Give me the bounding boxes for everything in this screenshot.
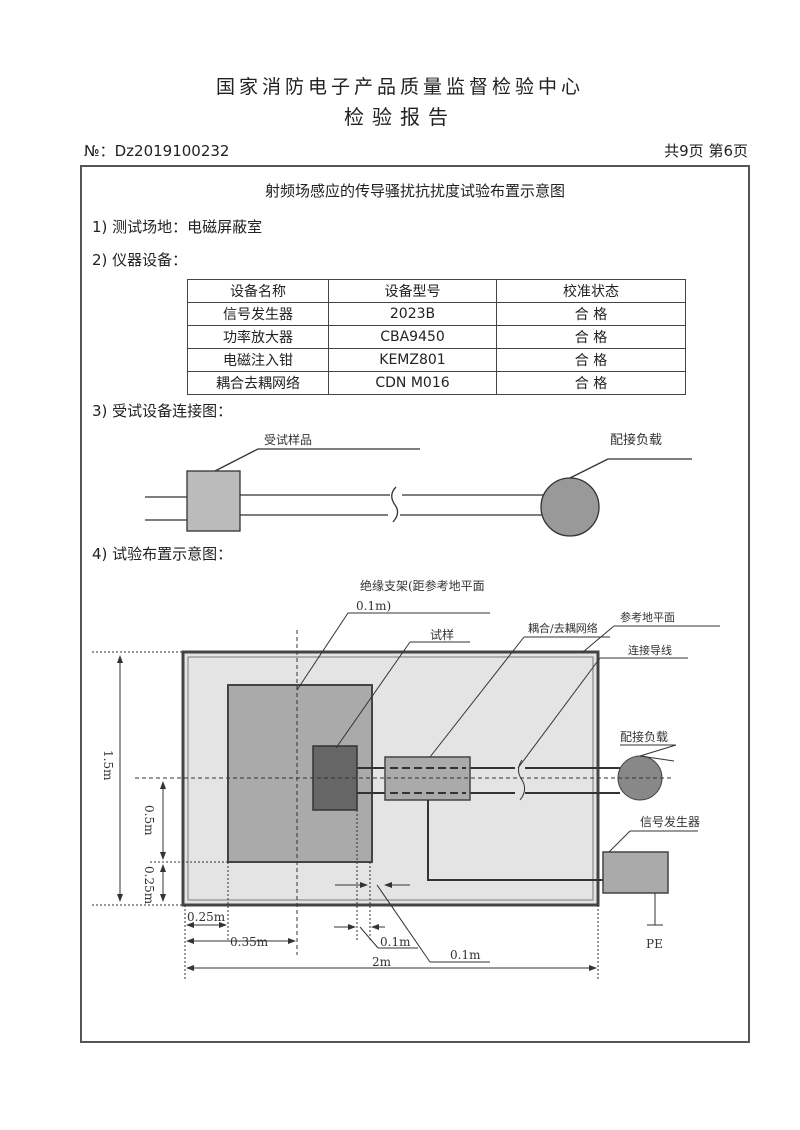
table-cell: 功率放大器 [187,325,329,349]
sample-label: 试样 [430,627,454,642]
dim-quarter: 0.25m [142,866,156,905]
layout-diagram [92,612,720,980]
layout-heading: 4) 试验布置示意图： [92,545,233,563]
table-cell: CBA9450 [328,325,497,349]
table-cell: KEMZ801 [328,348,497,372]
cdn-label: 耦合/去耦网络 [528,621,598,635]
equipment-heading: 2) 仪器设备： [92,251,188,269]
ground-plane-label: 参考地平面 [620,610,675,624]
column-header: 设备型号 [328,279,497,303]
dim-center-offset: 0.35m [230,935,269,949]
load-circle [540,477,600,537]
support-label-2: 0.1m) [356,599,391,613]
content-frame [80,165,750,1043]
organization-name: 国家消防电子产品质量监督检验中心 [215,76,584,98]
connection-diagram [145,448,692,537]
support-label: 绝缘支架(距参考地平面 [360,578,485,593]
wire-label: 连接导线 [628,643,672,657]
section-title: 射频场感应的传导骚扰抗扰度试验布置示意图 [264,182,565,200]
table-cell: 合 格 [496,348,686,372]
table-header-row: 设备名称 设备型号 校准状态 [187,279,686,303]
column-header: 校准状态 [496,279,686,303]
table-cell: 信号发生器 [187,302,329,326]
report-number: №：Dz2019100232 [84,142,230,160]
column-header: 设备名称 [187,279,329,303]
table-cell: 合 格 [496,371,686,395]
load-label: 配接负载 [620,729,668,744]
pe-label: PE [646,937,663,951]
table-cell: 耦合去耦网络 [187,371,329,395]
dim-width: 2m [372,955,392,969]
table-cell: CDN M016 [328,371,497,395]
dim-height: 1.5m [101,750,115,781]
generator-label: 信号发生器 [640,814,700,829]
dim-half: 0.5m [142,805,156,836]
dim-gap1: 0.1m [380,935,411,949]
test-site: 1) 测试场地：电磁屏蔽室 [92,218,263,236]
eut-label: 受试样品 [264,432,312,447]
document-type: 检验报告 [344,105,456,129]
table-cell: 电磁注入钳 [187,348,329,372]
eut-box [186,470,241,532]
connection-heading: 3) 受试设备连接图： [92,402,233,420]
sample-box [312,745,358,811]
cable-break-icon [391,486,399,523]
dim-gap2: 0.1m [450,948,481,962]
page-info: 共9页 第6页 [664,142,748,160]
load-label: 配接负载 [610,432,662,448]
dim-left-margin: 0.25m [187,910,226,924]
signal-generator-box [602,851,669,894]
